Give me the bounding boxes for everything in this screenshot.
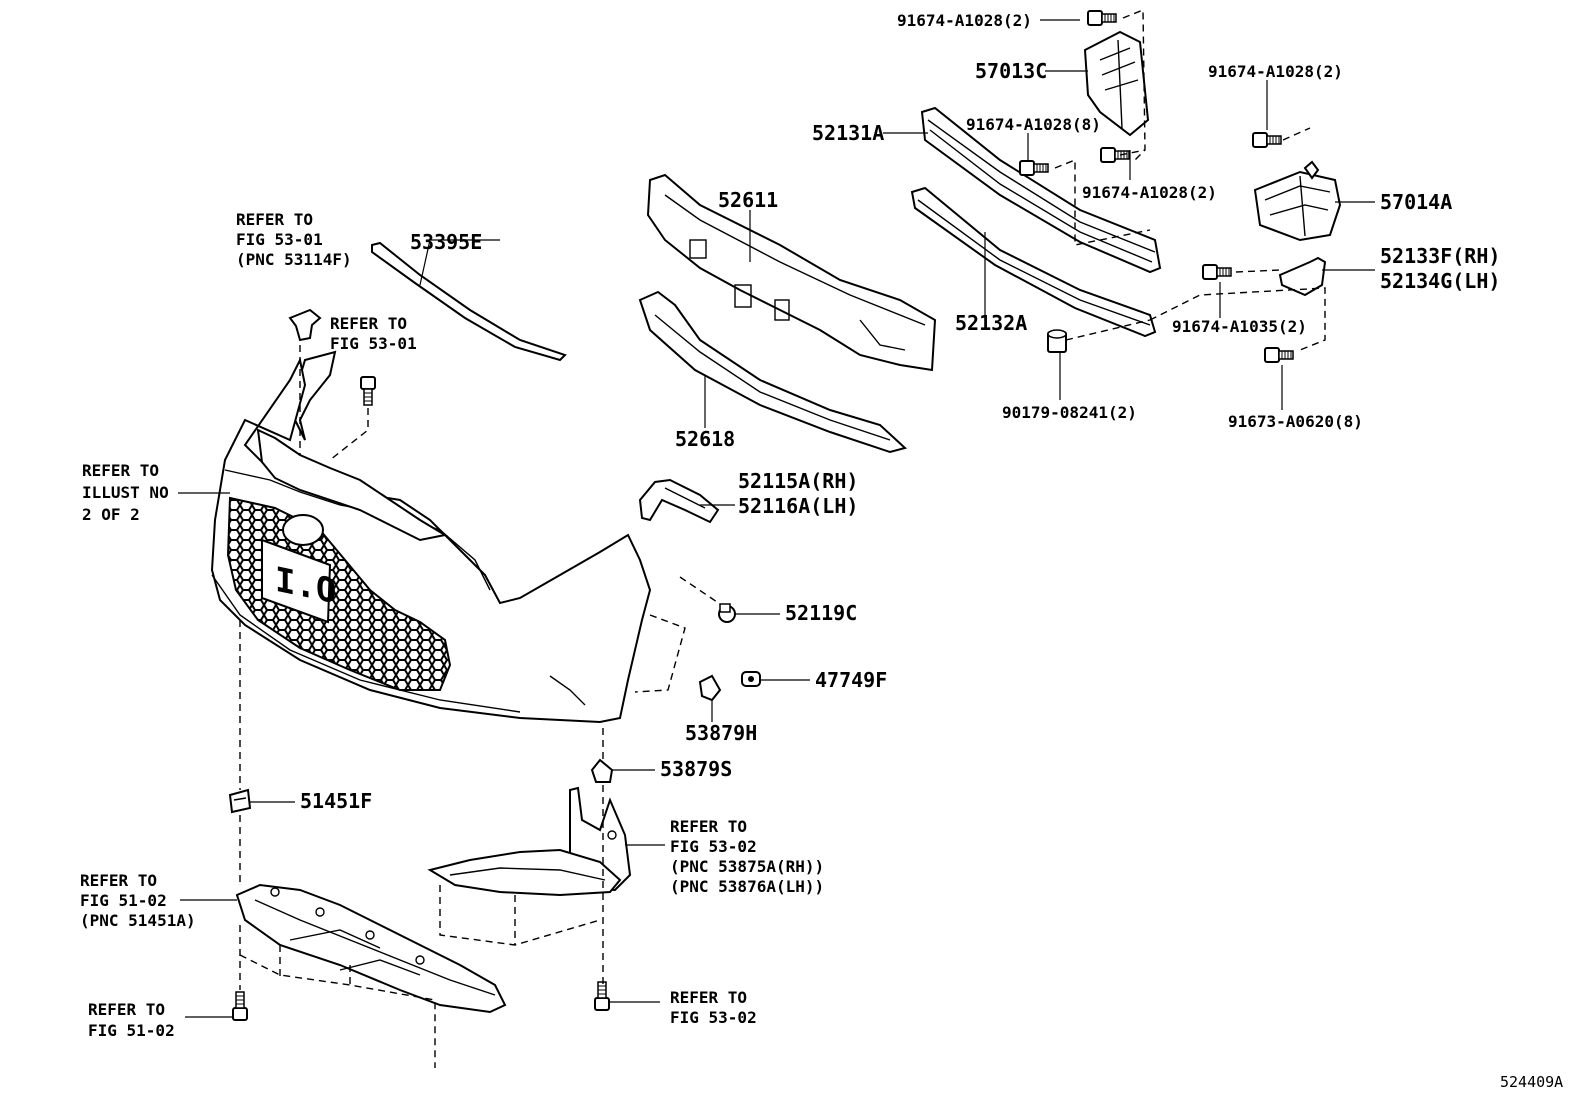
bolt-fig51-02	[232, 991, 248, 1021]
svg-text:REFER TO: REFER TO	[330, 314, 407, 333]
bolt-fig53-01	[360, 376, 376, 406]
note-refer-53-02: REFER TO FIG 53-02	[670, 988, 757, 1027]
label-52116a: 52116A(LH)	[738, 494, 858, 518]
label-91674-8: 91674-A1028(8)	[966, 115, 1101, 134]
label-52131a: 52131A	[812, 121, 884, 145]
svg-text:FIG 53-02: FIG 53-02	[670, 1008, 757, 1027]
note-refer-51-02-pnc: REFER TO FIG 51-02 (PNC 51451A)	[80, 871, 196, 930]
label-47749f: 47749F	[815, 668, 887, 692]
clip-52119c	[718, 603, 736, 623]
label-52132a: 52132A	[955, 311, 1027, 335]
bolt-91674-top	[1087, 10, 1117, 26]
bumper-cover: I.O	[210, 350, 652, 724]
assembly-lines	[178, 8, 1375, 1068]
bolt-91674-1035	[1202, 264, 1232, 280]
svg-text:REFER TO: REFER TO	[80, 871, 157, 890]
bracket-52115a	[638, 478, 720, 524]
note-refer-53-02-pnc: REFER TO FIG 53-02 (PNC 53875A(RH)) (PNC…	[670, 817, 824, 896]
label-91674-1035: 91674-A1035(2)	[1172, 317, 1307, 336]
svg-text:(PNC 51451A): (PNC 51451A)	[80, 911, 196, 930]
label-91674-mid: 91674-A1028(2)	[1082, 183, 1217, 202]
label-90179: 90179-08241(2)	[1002, 403, 1137, 422]
label-52134g: 52134G(LH)	[1380, 269, 1500, 293]
svg-text:REFER TO: REFER TO	[670, 817, 747, 836]
svg-text:REFER TO: REFER TO	[82, 461, 159, 480]
undercover-51451a	[235, 883, 507, 1014]
diagram-id: 524409A	[1500, 1073, 1563, 1091]
undercover-53875a	[427, 786, 632, 897]
svg-text:FIG 53-02: FIG 53-02	[670, 837, 757, 856]
reinforcement-52132a	[910, 186, 1157, 338]
label-91674-top: 91674-A1028(2)	[897, 11, 1032, 30]
label-52611: 52611	[718, 188, 778, 212]
label-91673: 91673-A0620(8)	[1228, 412, 1363, 431]
svg-text:(PNC 53875A(RH)): (PNC 53875A(RH))	[670, 857, 824, 876]
svg-text:(PNC 53114F): (PNC 53114F)	[236, 250, 352, 269]
bracket-57013c	[1083, 30, 1150, 137]
label-53879s: 53879S	[660, 757, 732, 781]
svg-text:REFER TO: REFER TO	[88, 1000, 165, 1019]
bolt-91674-8	[1019, 160, 1049, 176]
reinforcement-52131a	[920, 106, 1162, 274]
bracket-57014a	[1253, 160, 1342, 242]
clip-51451f	[228, 788, 252, 814]
clip-53879h	[698, 674, 722, 702]
note-refer-illust: REFER TO ILLUST NO 2 OF 2	[82, 461, 169, 524]
clip-53879s	[590, 758, 614, 783]
label-57014a: 57014A	[1380, 190, 1452, 214]
label-53395e: 53395E	[410, 230, 482, 254]
label-52133f: 52133F(RH)	[1380, 244, 1500, 268]
molding-53395e	[371, 241, 567, 362]
bolt-91674-mid	[1100, 147, 1130, 163]
svg-text:2 OF 2: 2 OF 2	[82, 505, 140, 524]
note-refer-51-02: REFER TO FIG 51-02	[88, 1000, 175, 1040]
svg-text:REFER TO: REFER TO	[670, 988, 747, 1007]
label-52119c: 52119C	[785, 601, 857, 625]
label-52115a: 52115A(RH)	[738, 469, 858, 493]
nut-90179	[1047, 329, 1067, 353]
bolt-fig53-02	[594, 981, 610, 1011]
svg-text:FIG 53-01: FIG 53-01	[330, 334, 417, 353]
label-51451f: 51451F	[300, 789, 372, 813]
svg-text:FIG 51-02: FIG 51-02	[80, 891, 167, 910]
clip-47749f	[741, 671, 761, 687]
label-57013c: 57013C	[975, 59, 1047, 83]
absorber-52611	[646, 173, 937, 372]
svg-text:REFER TO: REFER TO	[236, 210, 313, 229]
bolt-91673	[1264, 347, 1294, 363]
label-52618: 52618	[675, 427, 735, 451]
svg-text:ILLUST NO: ILLUST NO	[82, 483, 169, 502]
svg-text:FIG 53-01: FIG 53-01	[236, 230, 323, 249]
note-refer-53-01-pnc: REFER TO FIG 53-01 (PNC 53114F)	[236, 210, 352, 269]
svg-text:FIG 51-02: FIG 51-02	[88, 1021, 175, 1040]
label-53879h: 53879H	[685, 721, 757, 745]
clip-53114f	[288, 308, 322, 342]
label-91674-right: 91674-A1028(2)	[1208, 62, 1343, 81]
bracket-52133f	[1278, 256, 1327, 297]
absorber-52618	[638, 290, 908, 454]
note-refer-53-01: REFER TO FIG 53-01	[330, 314, 417, 353]
svg-text:(PNC 53876A(LH)): (PNC 53876A(LH))	[670, 877, 824, 896]
bolt-91674-right	[1252, 132, 1282, 148]
